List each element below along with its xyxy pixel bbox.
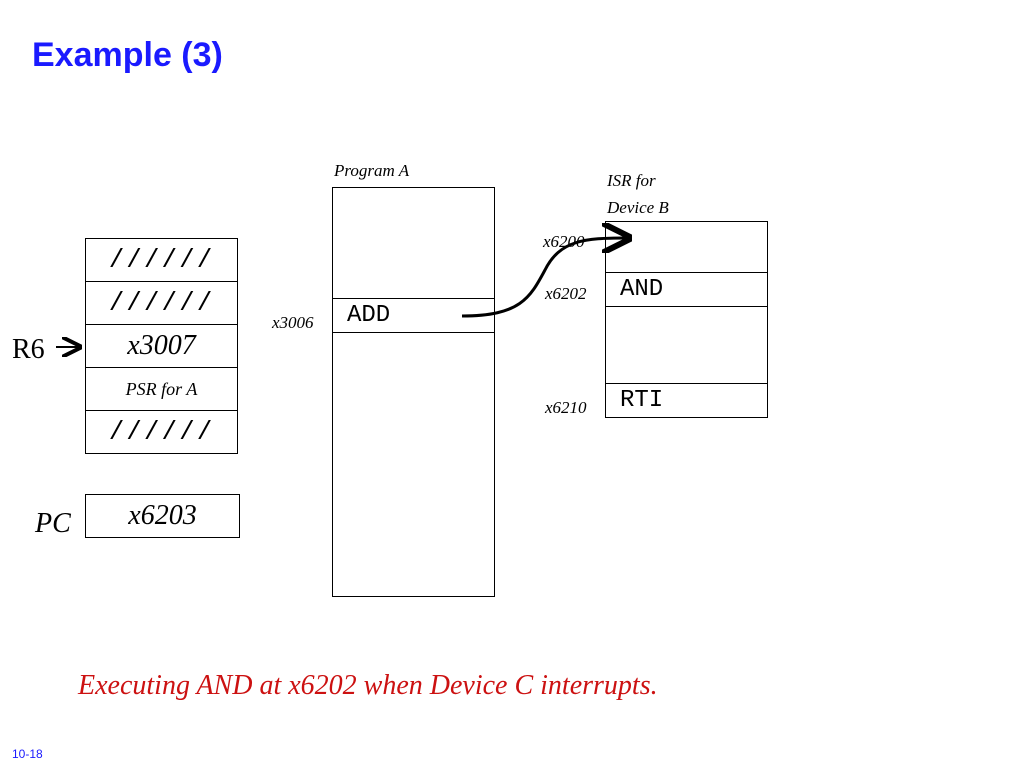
- program-a-title: Program A: [334, 161, 410, 180]
- isr-title-line1: ISR for: [607, 171, 656, 190]
- r6-label: R6: [12, 334, 45, 365]
- isr-title-line2: Device B: [607, 198, 669, 217]
- caption: Executing AND at x6202 when Device C int…: [78, 670, 658, 701]
- and-instruction: AND: [620, 276, 664, 303]
- stack-cell-text: PSR for A: [125, 378, 198, 399]
- pc-register: x6203: [85, 494, 240, 538]
- slide-title: Example (3): [32, 36, 223, 74]
- stack-cell-2: //////: [85, 281, 238, 325]
- pc-label: PC: [35, 508, 71, 539]
- stack-cell-r6: x3007: [85, 324, 238, 368]
- stack-cell-text: //////: [108, 417, 215, 447]
- isr-and-row: AND: [605, 272, 768, 307]
- stack-cell-1: //////: [85, 238, 238, 282]
- stack-cell-text: //////: [108, 288, 215, 318]
- program-a-memory: [332, 187, 495, 597]
- isr-address-rti: x6210: [545, 398, 587, 417]
- add-instruction: ADD: [347, 302, 391, 329]
- isr-address-start: x6200: [543, 232, 585, 251]
- pc-value: x6203: [128, 500, 197, 531]
- stack-cell-5: //////: [85, 410, 238, 454]
- slide-number: 10-18: [12, 747, 43, 761]
- interrupt-arrow: [461, 238, 626, 318]
- isr-address-and: x6202: [545, 284, 587, 303]
- rti-instruction: RTI: [620, 387, 664, 414]
- stack-cell-text: x3007: [127, 330, 196, 361]
- stack-cell-text: //////: [108, 245, 215, 275]
- isr-rti-row: RTI: [605, 383, 768, 418]
- program-a-address: x3006: [272, 313, 314, 332]
